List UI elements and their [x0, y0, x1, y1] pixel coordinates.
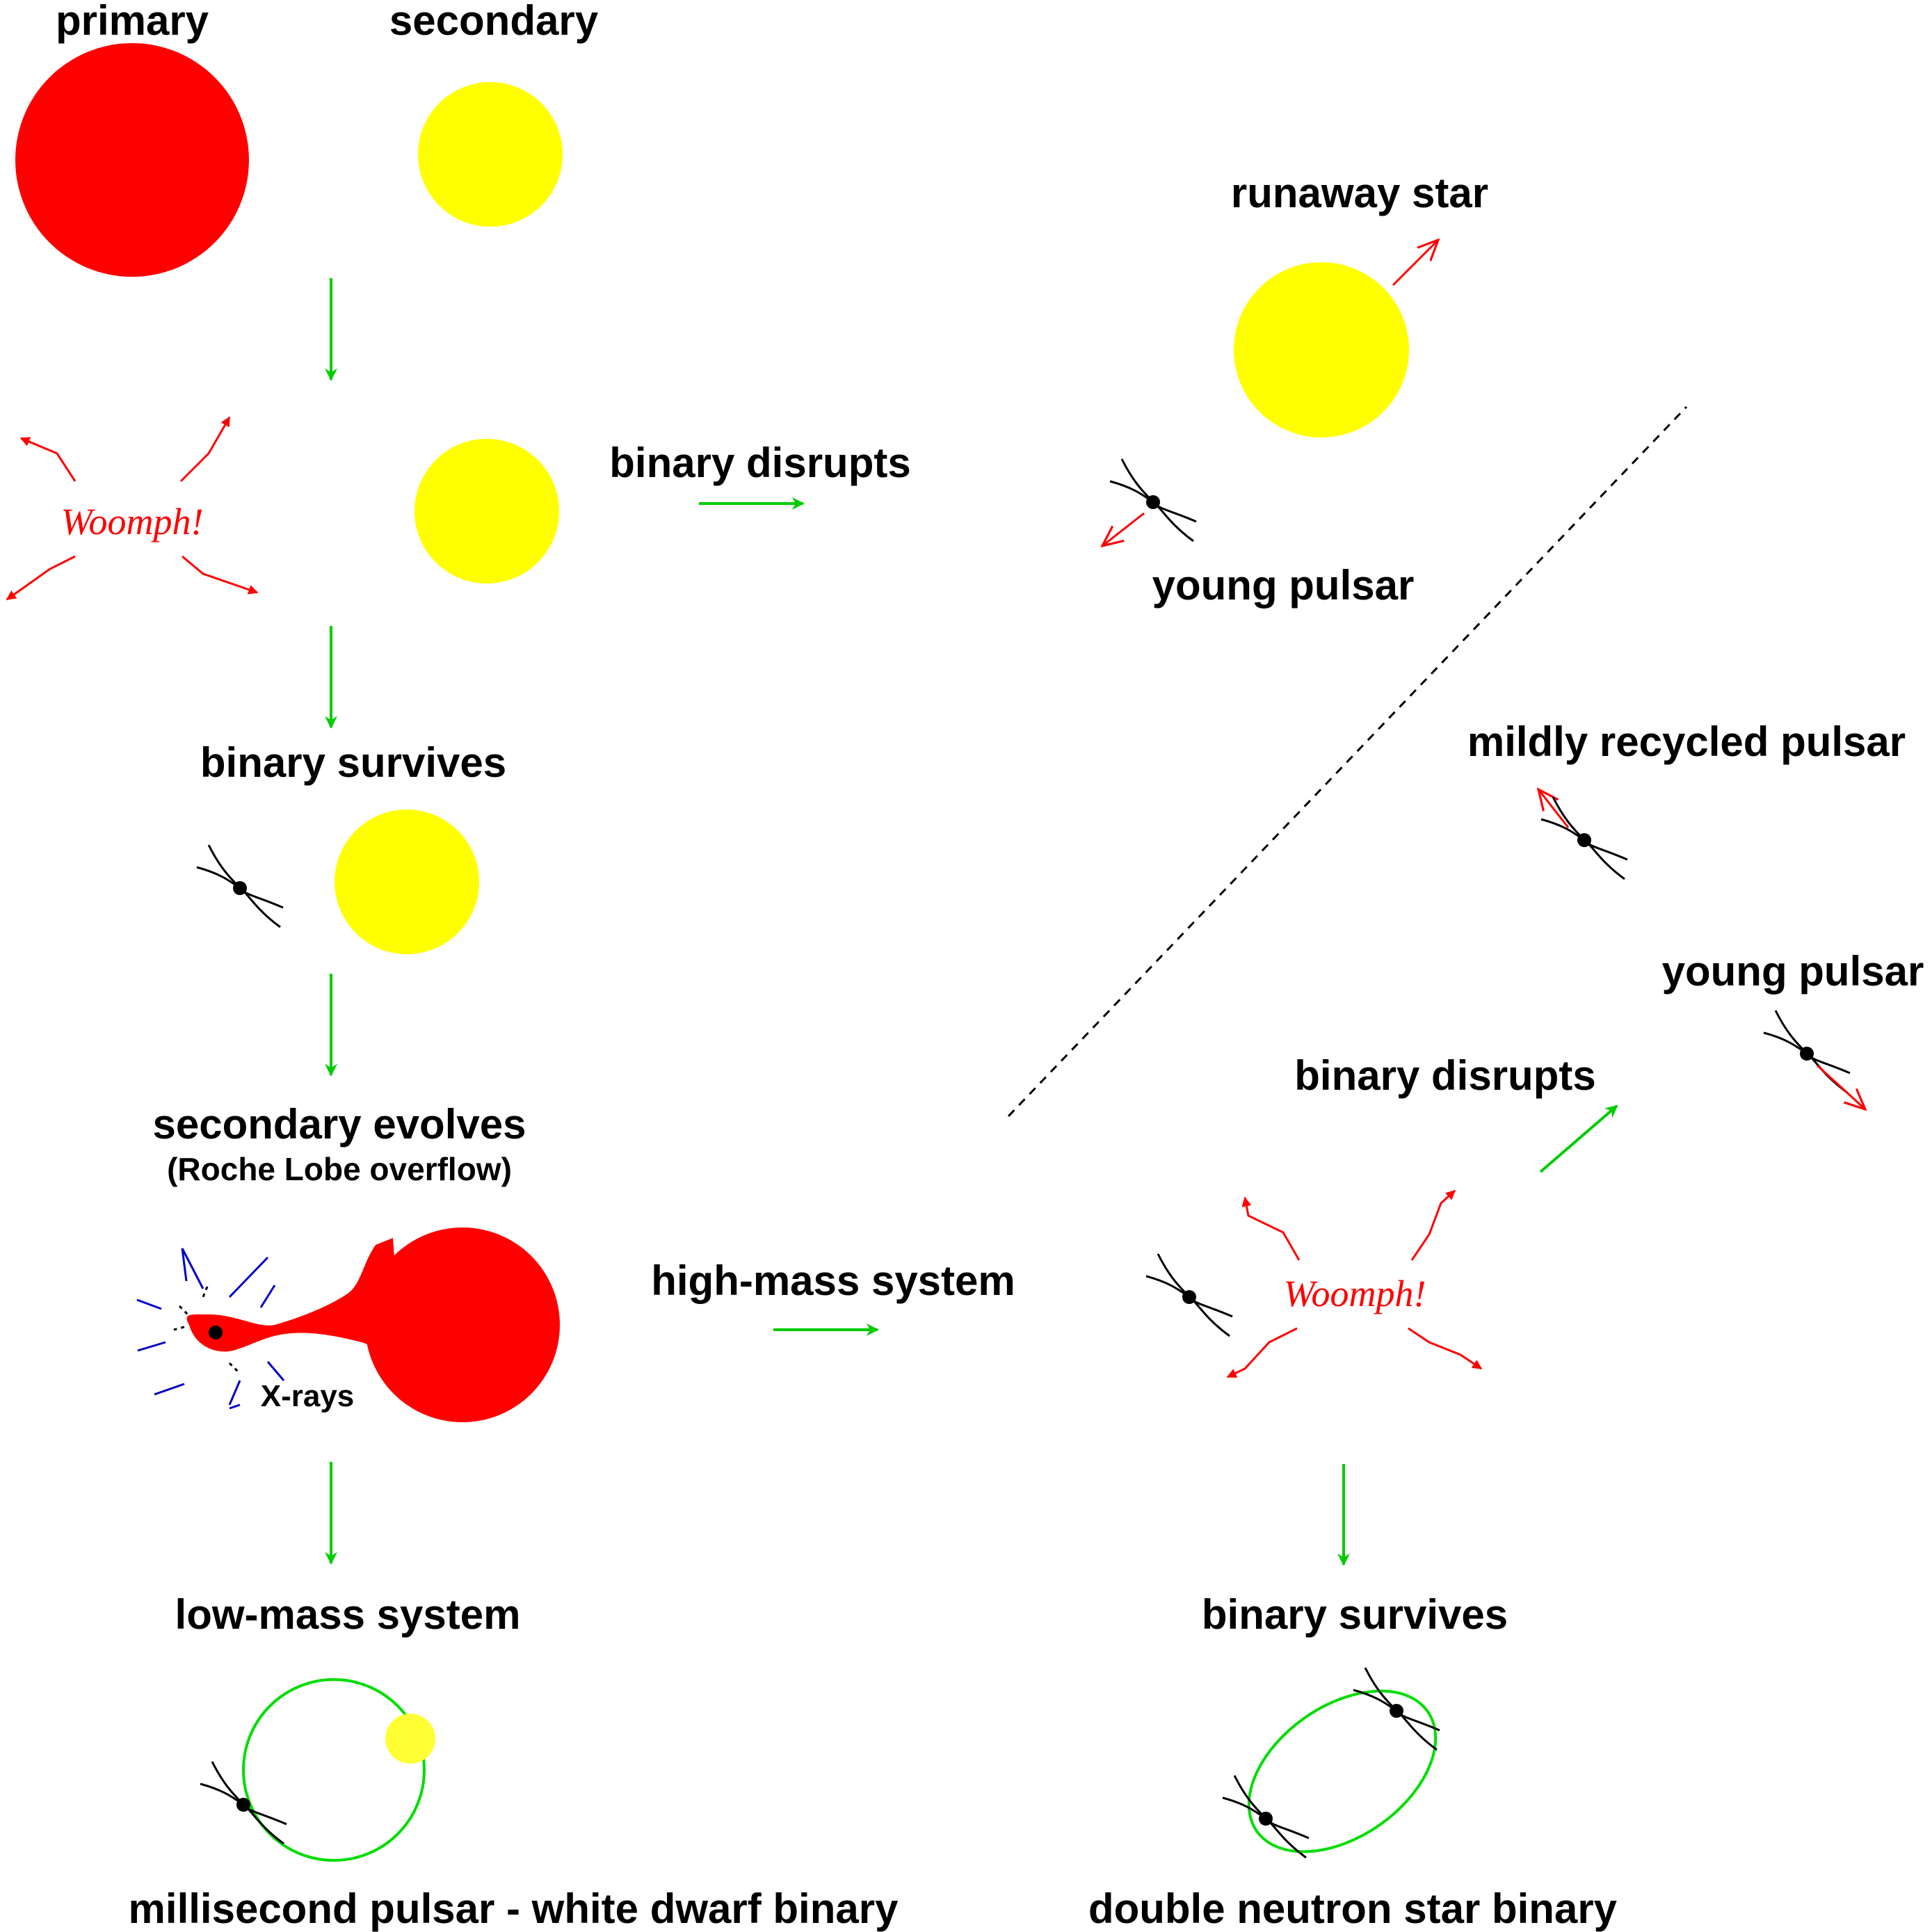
supernova-burst-icon: [6, 416, 259, 601]
secondary-star-bound: [335, 810, 479, 954]
young-pulsar-label-2: young pulsar: [1662, 948, 1924, 995]
xray-emission-lines: [136, 1248, 285, 1410]
accretion-stream: [186, 1238, 403, 1384]
white-dwarf: [385, 1714, 435, 1764]
pulsar-icon: [195, 844, 284, 928]
pulsar-icon: [1145, 1253, 1234, 1337]
primary-star: [15, 43, 249, 277]
pulsar-icon: [1221, 1774, 1310, 1859]
msp-wd-orbit: [242, 1678, 426, 1862]
binary-disrupts-label-2: binary disrupts: [1294, 1052, 1595, 1099]
accreting-neutron-star: [209, 1326, 223, 1339]
young-pulsar-kick-arrow-1: [1102, 512, 1145, 546]
dns-orbit: [1247, 1689, 1438, 1853]
woomph-text-1: Woomph!: [61, 501, 203, 542]
secondary-label: secondary: [389, 0, 599, 44]
donor-star: [365, 1227, 560, 1422]
mildly-recycled-pulsar-label: mildly recycled pulsar: [1467, 718, 1906, 765]
binary-disrupts-label-1: binary disrupts: [609, 440, 910, 486]
x-rays-label: X-rays: [261, 1379, 355, 1413]
roche-lobe-label: (Roche Lobe overflow): [167, 1151, 512, 1187]
runaway-star: [1234, 262, 1409, 437]
runaway-star-label: runaway star: [1231, 170, 1488, 216]
divider-dashed-line: [1007, 405, 1688, 1118]
flow-arrow-disrupt-2: [1539, 1104, 1618, 1173]
high-mass-system-label: high-mass system: [651, 1257, 1015, 1304]
mildly-recycled-kick-arrow: [1538, 789, 1570, 828]
secondary-star: [418, 82, 563, 227]
binary-survives-label-1: binary survives: [200, 739, 506, 786]
secondary-evolves-label: secondary evolves: [153, 1101, 526, 1148]
binary-survives-label-2: binary survives: [1202, 1591, 1508, 1638]
double-neutron-star-binary-label: double neutron star binary: [1088, 1885, 1618, 1932]
woomph-text-2: Woomph!: [1283, 1273, 1426, 1314]
ms-pulsar-wd-binary-label: millisecond pulsar - white dwarf binary: [129, 1885, 899, 1932]
secondary-star-post-sn: [414, 439, 559, 583]
runaway-kick-arrow: [1392, 240, 1438, 287]
primary-label: primary: [56, 0, 209, 44]
pulsar-icon: [1762, 1009, 1851, 1094]
young-pulsar-kick-arrow-2: [1816, 1064, 1865, 1109]
young-pulsar-label-1: young pulsar: [1152, 562, 1415, 609]
low-mass-system-label: low-mass system: [175, 1591, 521, 1638]
supernova-burst-icon: [1226, 1189, 1483, 1378]
